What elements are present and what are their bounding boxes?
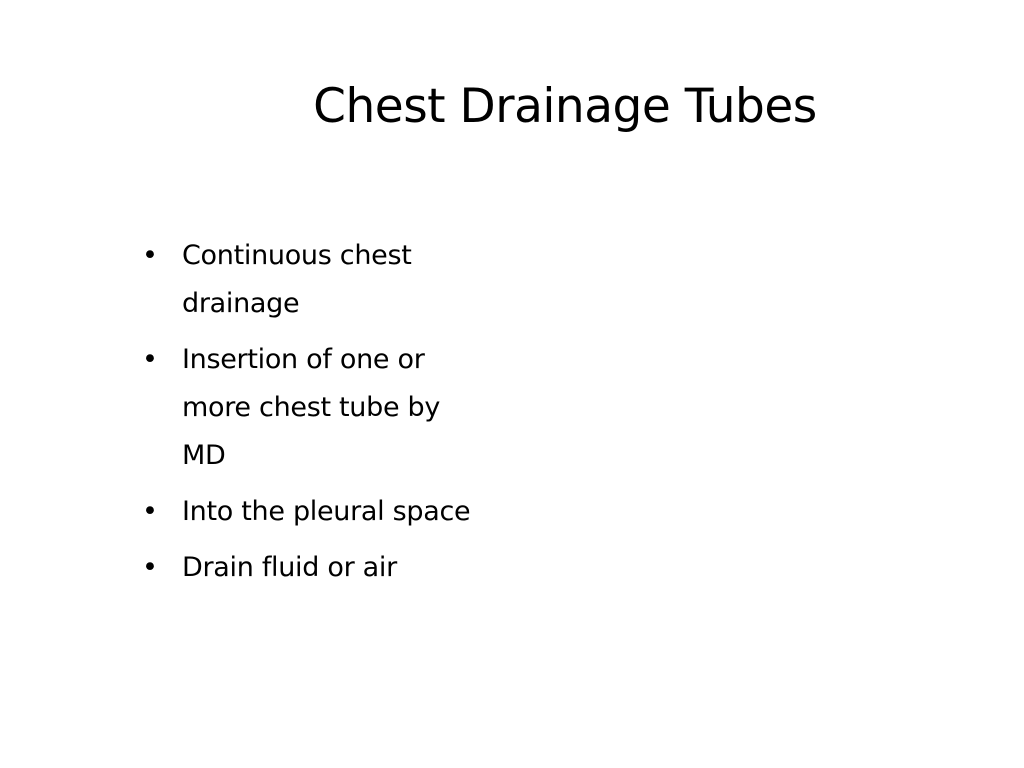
bullet-text: Into the pleural space bbox=[182, 496, 471, 527]
slide-title: Chest Drainage Tubes bbox=[313, 79, 817, 134]
bullet-dot-icon: • bbox=[142, 552, 158, 583]
bullet-dot-icon: • bbox=[142, 344, 158, 375]
bullet-dot-icon: • bbox=[142, 240, 158, 271]
bullet-text: Continuous chest drainage bbox=[182, 240, 412, 319]
bullet-text: Insertion of one or more chest tube by M… bbox=[182, 344, 441, 471]
bullet-item: • Insertion of one or more chest tube by… bbox=[140, 336, 560, 480]
bullet-item: • Drain fluid or air bbox=[140, 544, 560, 592]
bullet-text: Drain fluid or air bbox=[182, 552, 397, 583]
bullet-item: • Into the pleural space bbox=[140, 488, 560, 536]
bullet-dot-icon: • bbox=[142, 496, 158, 527]
bullet-item: • Continuous chest drainage bbox=[140, 232, 560, 328]
bullet-list: • Continuous chest drainage • Insertion … bbox=[140, 232, 560, 600]
